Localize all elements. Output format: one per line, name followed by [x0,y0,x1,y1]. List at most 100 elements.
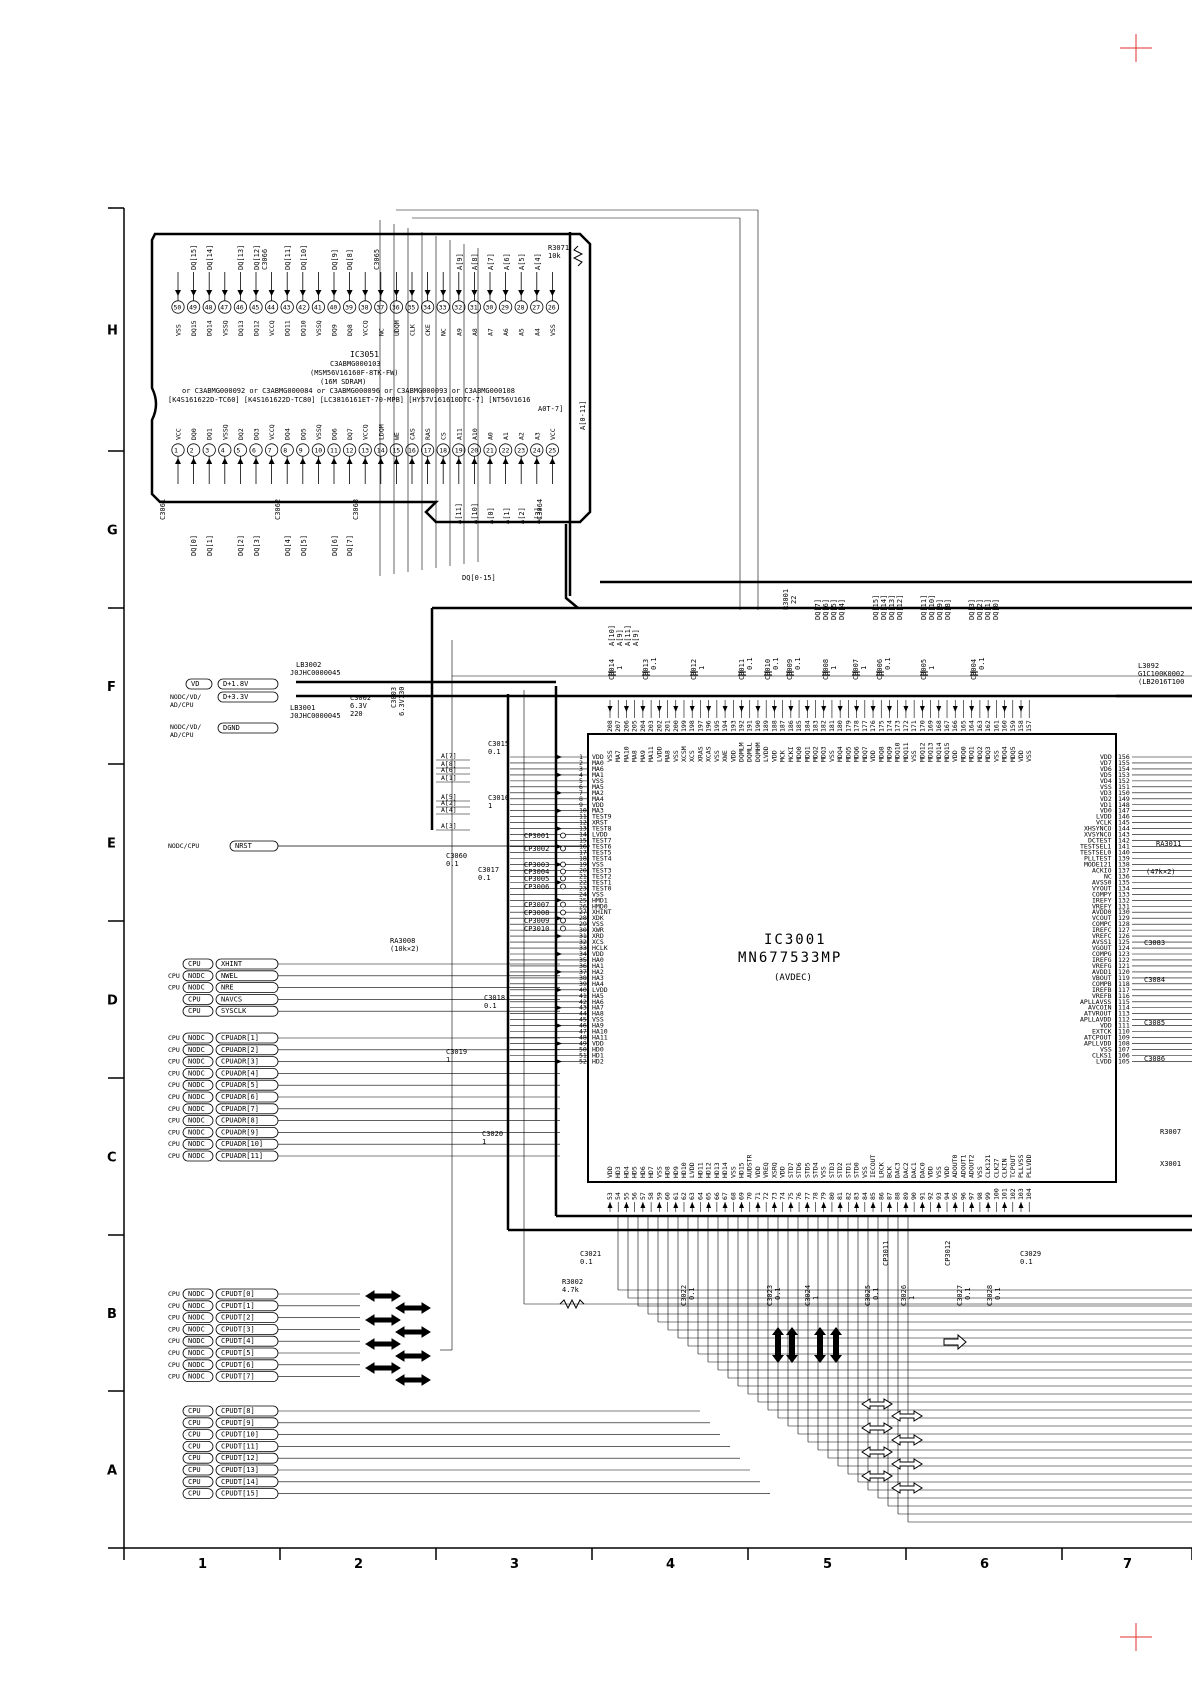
avdec-bottom-pin-name: LRCK [877,1162,885,1178]
cpu-ctrl-nre-text: NRE [221,984,234,992]
avdec-left-pin-name: HA5 [592,992,604,1000]
avdec-top-pin-name: MDQ3 [820,746,828,762]
pin-arrow [221,290,228,296]
cpu-tag [182,1417,214,1429]
grid-col-5: 5 [823,1557,832,1572]
avdec-bottom-pin-num: 63 [688,1192,696,1200]
pin-arrow [221,458,228,464]
pin-arrow [190,290,197,296]
pin-arrow [346,458,353,464]
vertical-bus-arrow [772,1327,784,1363]
bottom-cap-value: 0.1 [964,1287,972,1300]
pin-arrow [206,458,213,464]
avdec-left-pin-name: MA3 [592,807,604,815]
avdec-bottom-pin-name: ADOUT0 [951,1154,959,1178]
cpu-tag [182,994,214,1005]
pin-arrow [771,706,777,712]
sdram-bottom-pin-name: CAS [409,428,417,440]
avdec-right-pin-num: 140 [1118,849,1130,857]
capacitors: A[10]A[9]A[11]A[9]DQ[7]DQ[6]DQ[5]DQ[4]DQ… [436,595,1165,1306]
sdram-bottom-pin-name: A1 [502,432,510,440]
cpu-prefix: CPU [168,1093,180,1101]
avdec-right-pin-name: COMPG [1092,950,1112,958]
cpu-prefix: CPU [168,1290,180,1298]
avdec-a-label: A[10] [608,625,616,646]
avdec-left-pin-name: XDK [592,914,604,922]
left-cap-ref: C3015 [488,740,509,748]
sdram-top-pin-num: 47 [220,304,228,312]
avdec-bottom-pin-name: CLK27 [992,1158,1000,1178]
sdram-top-pin-name: A7 [487,328,495,336]
cpu-tag-nodc [182,1371,214,1382]
avdec-top-pin-name: MDQ1 [968,746,976,762]
left-cap-value: 0.1 [488,748,501,756]
sdram-type: (16M SDRAM) [320,378,366,386]
sdram-top-pin-num: 40 [330,304,338,312]
pin-arrow [640,706,646,712]
avdec-bottom-pin-num: 62 [680,1192,688,1200]
avdec-dq-label: DQ[9] [936,599,944,620]
cpu-adr-text: CPUADR[2] [221,1046,259,1054]
avdec-top-pin-num: 183 [812,720,820,732]
cpu-ctrl-navcs-text: NAVCS [221,995,242,1003]
pin-arrow [393,458,400,464]
sdram-top-pin-name: VSS [549,324,557,336]
avdec-right-pin-num: 136 [1118,872,1130,880]
avdec-bottom-pin-name: STD3 [828,1162,836,1178]
sdram-bottom-pin-name: DQ6 [331,428,339,440]
left-cap-value: 0.1 [478,874,491,882]
c3002-v1: 6.3V [350,702,368,710]
sdram-top-bus: DQ[14] [206,245,214,270]
check-point: CP3009 [524,917,549,925]
avdec-top-pin-name: MDQ5 [1009,746,1017,762]
sdram-bottom-pin-name: A0 [487,432,495,440]
data-bus-arrow [365,1290,401,1302]
sdram-top-pin-num: 46 [236,304,244,312]
avdec-top-pin-num: 164 [968,720,976,732]
r3002-value: 4.7k [562,1286,580,1294]
sdram-top-pin-num: 43 [283,304,291,312]
ma-label: A[1] [441,774,457,782]
avdec-dq-label: DQ[10] [928,595,936,620]
data-bus-arrow [395,1302,431,1314]
avdec-right-pin-name: COMPY [1092,890,1112,898]
avdec-left-pin-name: XWR [592,926,604,934]
cpu-prefix: CPU [168,1034,180,1042]
avdec-right-pin-num: 132 [1118,896,1130,904]
grid-row-F: F [107,680,116,695]
avdec-left-pin-name: HA9 [592,1022,604,1030]
pin-arrow [739,1202,745,1208]
pin-arrow [556,790,562,796]
vertical-bus-arrow [786,1327,798,1363]
power-tag-vd-text: VD [191,680,199,688]
avdec-bottom-pin-name: STD1 [844,1162,852,1178]
pin-arrow [556,754,562,760]
data-bus-arrow [365,1362,401,1374]
avdec-bottom-pin-num: 55 [622,1192,630,1200]
cpu-tag-nodc [182,1032,214,1044]
pin-arrow [284,290,291,296]
power-net-3v3 [217,691,279,703]
top-cap-ref: C3006 [876,659,884,680]
avdec-left-pin-name: TEST6 [592,843,612,851]
pin-arrow [952,706,958,712]
avdec-bottom-pin-num: 60 [664,1192,672,1200]
check-point: CP3008 [524,909,549,917]
sdram-top-bus: A[9] [456,253,464,270]
top-cap-value: 1 [860,666,868,670]
avdec-top-pin-num: 200 [672,720,680,732]
sdram-top-pin-name: NC [377,328,385,336]
cpu-tag-nodc-text: NODC [188,1314,205,1322]
sdram-bottom-pin-name: DQ3 [253,428,261,440]
pin-arrow [886,1202,892,1208]
avdec-right-pin-name: VREFY [1092,902,1112,910]
pin-arrow [549,458,556,464]
avdec-right-pin-name: VBOUT [1092,974,1112,982]
avdec-right-pin-name: IREFC [1092,926,1112,934]
check-point: CP3010 [524,925,549,933]
avdec-top-pin-num: 177 [861,720,869,732]
sdram-top-pin-num: 42 [298,304,306,312]
avdec-right-pin-name: AVCOIN [1088,1004,1112,1012]
sdram-top-pin-name: DQ14 [206,320,214,336]
